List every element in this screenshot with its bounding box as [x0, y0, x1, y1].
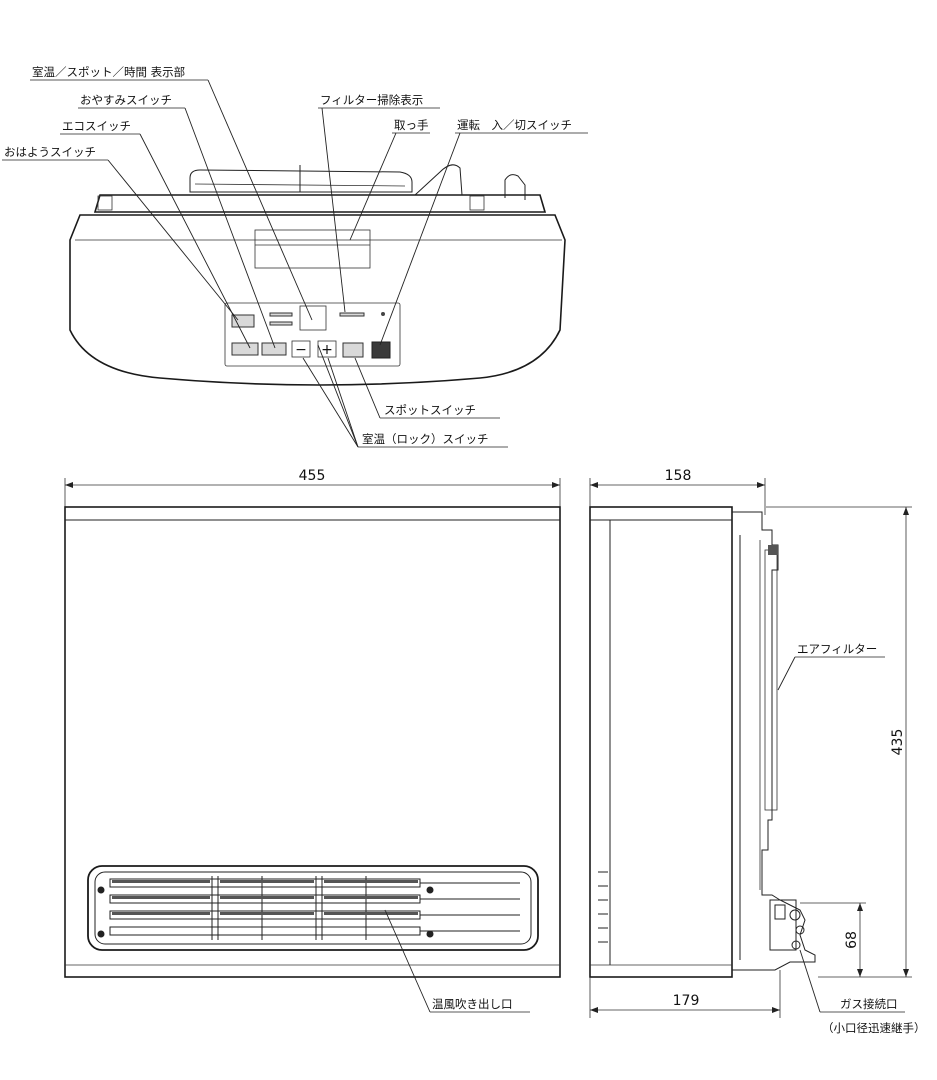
minus-button-label: − — [295, 342, 307, 358]
label-spot-switch: スポットスイッチ — [384, 403, 476, 417]
top-view-labels: 室温／スポット／時間 表示部 おやすみスイッチ エコスイッチ おはようスイッチ … — [4, 65, 572, 446]
top-view-leaders — [2, 79, 588, 448]
label-handle: 取っ手 — [394, 118, 429, 132]
label-filter-clean-display: フィルター掃除表示 — [320, 93, 423, 107]
dim-height: 435 — [890, 729, 906, 756]
label-oyasumi-switch: おやすみスイッチ — [80, 93, 172, 107]
label-ohayou-switch: おはようスイッチ — [4, 145, 96, 159]
dim-side-depth-bottom: 179 — [673, 993, 700, 1009]
label-air-filter: エアフィルター — [797, 642, 877, 656]
front-view: 455 — [64, 468, 561, 1013]
top-view: − + — [69, 164, 566, 386]
label-room-temp-lock-switch: 室温（ロック）スイッチ — [362, 432, 489, 446]
side-view: 158 エアフィルター — [589, 468, 926, 1035]
dim-gas-height: 68 — [844, 931, 860, 949]
dim-front-width: 455 — [299, 468, 326, 484]
label-power-switch: 運転 入／切スイッチ — [457, 118, 572, 132]
label-warm-air-outlet: 温風吹き出し口 — [432, 997, 513, 1011]
plus-button-label: + — [321, 342, 333, 358]
label-room-temp-display: 室温／スポット／時間 表示部 — [32, 65, 185, 79]
label-gas-connection-note: （小口径迅速継手） — [822, 1021, 926, 1035]
label-gas-connection: ガス接続口 — [840, 997, 898, 1011]
dim-side-depth-top: 158 — [665, 468, 692, 484]
label-eco-switch: エコスイッチ — [62, 119, 131, 133]
